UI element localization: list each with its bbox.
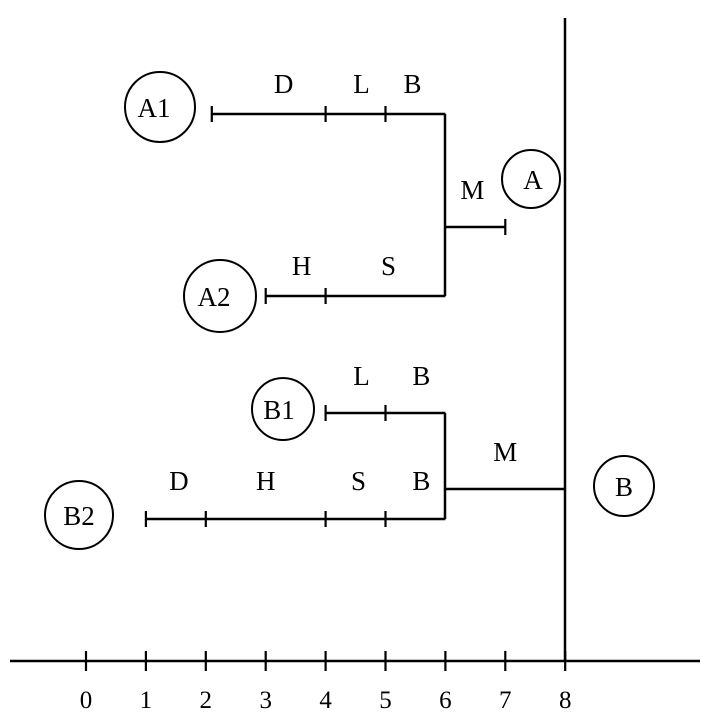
node-a1: A1 [124, 71, 196, 143]
node-a2-label: A2 [198, 282, 231, 312]
branch-a2-label-h: H [292, 251, 312, 281]
time-axis: 0 1 2 3 4 5 6 7 8 [10, 651, 700, 714]
branch-b2-label-d: D [169, 466, 189, 496]
node-a1-circle [124, 71, 196, 143]
axis-tick-label-7: 7 [499, 687, 512, 714]
axis-ticks [84, 651, 567, 671]
branch-a: M [445, 175, 507, 235]
branch-a1-label-b: B [403, 69, 421, 99]
node-a: A [501, 149, 561, 209]
node-b1: B1 [251, 377, 315, 441]
axis-tick-label-5: 5 [379, 687, 392, 714]
node-b1-circle [251, 377, 315, 441]
branch-b2-ticks [144, 511, 387, 527]
node-a1-label: A1 [138, 93, 171, 123]
branch-a2-label-s: S [381, 251, 396, 281]
node-b-label: B [615, 472, 633, 502]
node-b2-label: B2 [63, 501, 95, 531]
branch-b1-label-l: L [353, 361, 370, 391]
branch-b2-label-h: H [256, 466, 276, 496]
branch-a1-label-l: L [353, 69, 370, 99]
axis-tick-label-4: 4 [319, 687, 332, 714]
branch-a1-ticks [210, 106, 387, 122]
branch-b2: D H S B [144, 466, 446, 527]
node-a2-circle [183, 259, 257, 333]
axis-tick-label-1: 1 [140, 687, 153, 714]
branch-b2-label-s: S [351, 466, 366, 496]
node-a-label: A [523, 165, 543, 195]
axis-tick-label-3: 3 [259, 687, 272, 714]
branch-b1-label-b: B [412, 361, 430, 391]
branch-a2: H S [264, 251, 446, 304]
axis-tick-labels: 0 1 2 3 4 5 6 7 8 [80, 687, 572, 714]
branch-b1: L B [324, 361, 446, 421]
node-b1-label: B1 [263, 395, 295, 425]
axis-tick-label-0: 0 [80, 687, 93, 714]
branch-a-label-m: M [460, 175, 484, 205]
branch-a2-ticks [264, 288, 327, 304]
branch-b2-label-b: B [412, 466, 430, 496]
axis-tick-label-8: 8 [559, 687, 572, 714]
axis-tick-label-2: 2 [200, 687, 213, 714]
branch-a1-label-d: D [274, 69, 294, 99]
branch-b1-ticks [324, 405, 387, 421]
node-b-circle [593, 455, 655, 517]
branch-a1: D L B [210, 69, 446, 122]
node-b: B [593, 455, 655, 517]
axis-tick-label-6: 6 [439, 687, 452, 714]
node-a2: A2 [183, 259, 257, 333]
node-a-circle [501, 149, 561, 209]
node-b2-circle [44, 480, 114, 550]
branch-b-label-m: M [493, 437, 517, 467]
node-b2: B2 [44, 480, 114, 550]
branch-b: M [445, 437, 566, 491]
